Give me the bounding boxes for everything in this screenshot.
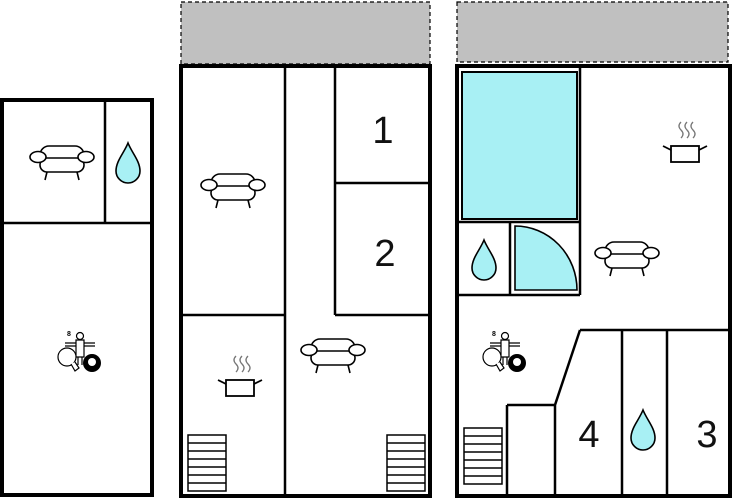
room-2-label: 2 bbox=[374, 233, 395, 275]
building-a: 8 bbox=[0, 98, 154, 497]
building-b: 1 2 bbox=[179, 1, 432, 498]
interior-walls bbox=[457, 66, 730, 496]
billiard-ball-label: 8 bbox=[492, 331, 496, 338]
pool-icon bbox=[461, 71, 578, 220]
billiard-ball-label: 8 bbox=[67, 331, 71, 338]
building-c: 8 4 3 bbox=[455, 1, 732, 498]
shower-icon bbox=[514, 225, 578, 291]
room-1-label: 1 bbox=[372, 110, 393, 152]
room-4-label: 4 bbox=[578, 414, 599, 456]
room-3-label: 3 bbox=[696, 414, 717, 456]
stairs-icon bbox=[386, 434, 426, 492]
interior-walls bbox=[181, 66, 430, 496]
building-b-outline bbox=[179, 64, 432, 498]
extension-area bbox=[180, 1, 431, 65]
interior-walls bbox=[2, 100, 152, 225]
stairs-icon bbox=[463, 427, 503, 485]
stairs-icon bbox=[187, 434, 227, 492]
extension-area bbox=[456, 1, 729, 63]
